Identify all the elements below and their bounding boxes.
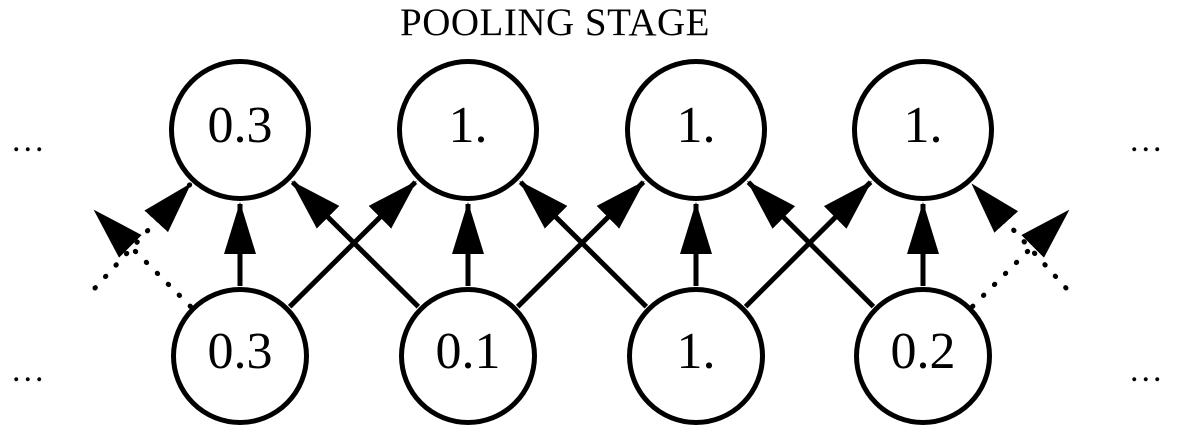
pool-node-4: 1. [852, 59, 994, 201]
pool-node-2-value: 1. [448, 97, 488, 154]
pool-node-3: 1. [625, 59, 767, 201]
pool-node-2: 1. [397, 59, 539, 201]
pool-node-4-value: 1. [903, 97, 943, 154]
input-node-3-value: 1. [676, 323, 716, 380]
ellipsis-top-right: ... [1130, 122, 1165, 159]
edge-offscreen-bottom-left-to-pool-0 [92, 182, 193, 291]
pool-node-3-value: 1. [676, 97, 716, 154]
input-node-4: 0.2 [854, 287, 992, 425]
edge-input-0-to-offscreen-top-left [92, 208, 193, 309]
input-node-4-value: 0.2 [890, 323, 956, 380]
edge-input-1-to-pool-0 [290, 180, 421, 309]
ellipsis-bottom-right: ... [1130, 352, 1165, 389]
edge-offscreen-bottom-right-to-pool-3 [970, 182, 1069, 291]
edge-input-2-to-pool-1 [518, 180, 649, 309]
pool-node-1: 0.3 [169, 59, 311, 201]
diagram-title: POOLING STAGE [400, 1, 710, 44]
input-node-1: 0.3 [171, 287, 309, 425]
input-node-2-value: 0.1 [435, 323, 501, 380]
ellipsis-bottom-left: ... [12, 352, 47, 389]
input-node-2: 0.1 [399, 287, 537, 425]
edge-input-3-to-pool-2 [746, 180, 876, 309]
input-node-3: 1. [627, 287, 765, 425]
ellipsis-top-left: ... [12, 122, 47, 159]
pool-node-1-value: 0.3 [207, 97, 273, 154]
edge-input-3-to-offscreen-top-right [970, 208, 1071, 309]
input-node-1-value: 0.3 [207, 323, 273, 380]
